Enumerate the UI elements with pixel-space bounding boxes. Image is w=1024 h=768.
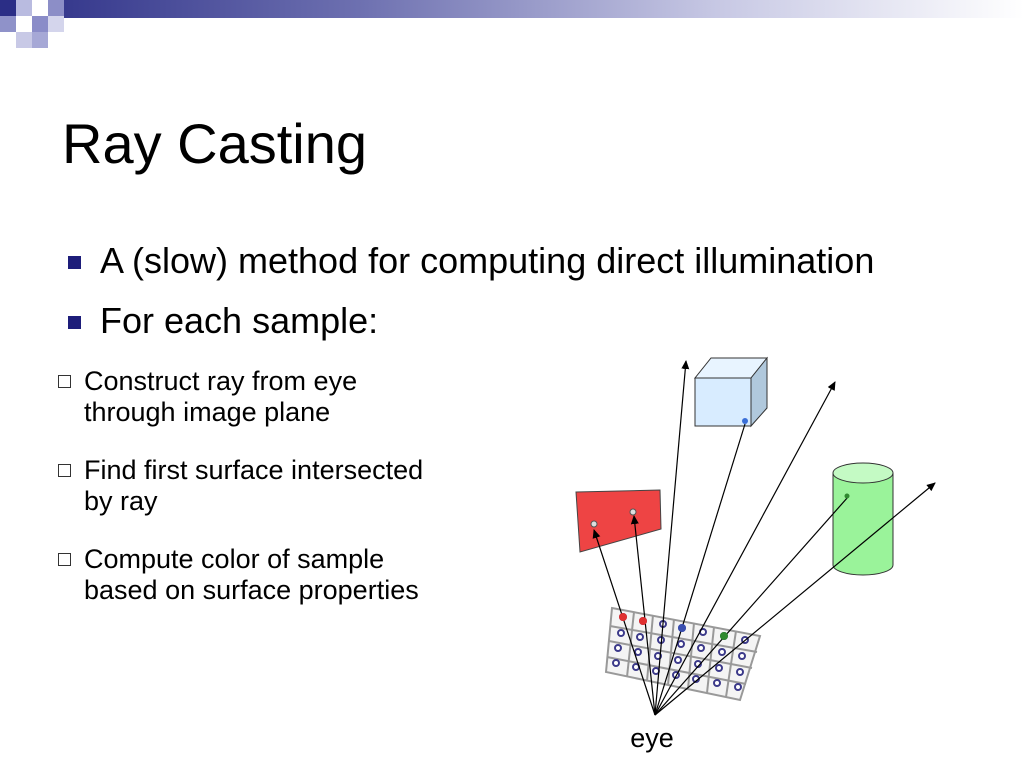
bullet-list: A (slow) method for computing direct ill… (62, 240, 874, 360)
hit-point-cube (742, 418, 748, 424)
eye-label: eye (630, 723, 674, 753)
header-decoration-squares (0, 0, 64, 48)
sub-bullet-line: Compute color of sample (84, 544, 385, 574)
sub-bullet-line: by ray (84, 486, 158, 516)
sub-bullet-list: Construct ray from eye through image pla… (52, 366, 423, 633)
bullet-item: For each sample: (62, 300, 874, 342)
sample-pixel-green (720, 632, 728, 640)
bullet-item: A (slow) method for computing direct ill… (62, 240, 874, 282)
bullet-text: A (slow) method for computing direct ill… (100, 240, 875, 281)
square-bullet-icon (68, 316, 81, 329)
square-bullet-icon (68, 256, 81, 269)
sub-bullet-line: Find first surface intersected (84, 455, 424, 485)
hollow-square-bullet-icon (58, 375, 71, 388)
sub-bullet-item: Compute color of sample based on surface… (52, 544, 423, 606)
cylinder-icon (832, 462, 894, 576)
sub-bullet-item: Construct ray from eye through image pla… (52, 366, 423, 428)
red-quad-icon (575, 489, 662, 553)
sample-pixel-red (619, 613, 627, 621)
hollow-square-bullet-icon (58, 553, 71, 566)
rays (592, 360, 936, 716)
bullet-text: For each sample: (100, 300, 379, 341)
header-gradient-bar (0, 0, 1024, 18)
slide-title: Ray Casting (62, 112, 368, 175)
hit-point-quad-left (590, 520, 598, 528)
hollow-square-bullet-icon (58, 464, 71, 477)
ray-casting-diagram: eye (575, 356, 936, 753)
sub-bullet-line: through image plane (84, 397, 331, 427)
hit-point-cylinder (844, 493, 850, 499)
sample-pixel-red (639, 617, 647, 625)
image-plane-grid (604, 606, 762, 702)
sub-bullet-line: Construct ray from eye (84, 366, 358, 396)
sample-pixel-blue (678, 624, 686, 632)
sub-bullet-item: Find first surface intersected by ray (52, 455, 423, 517)
hit-point-quad-right (629, 508, 637, 516)
cube-icon (693, 356, 769, 428)
sub-bullet-line: based on surface properties (84, 575, 419, 605)
